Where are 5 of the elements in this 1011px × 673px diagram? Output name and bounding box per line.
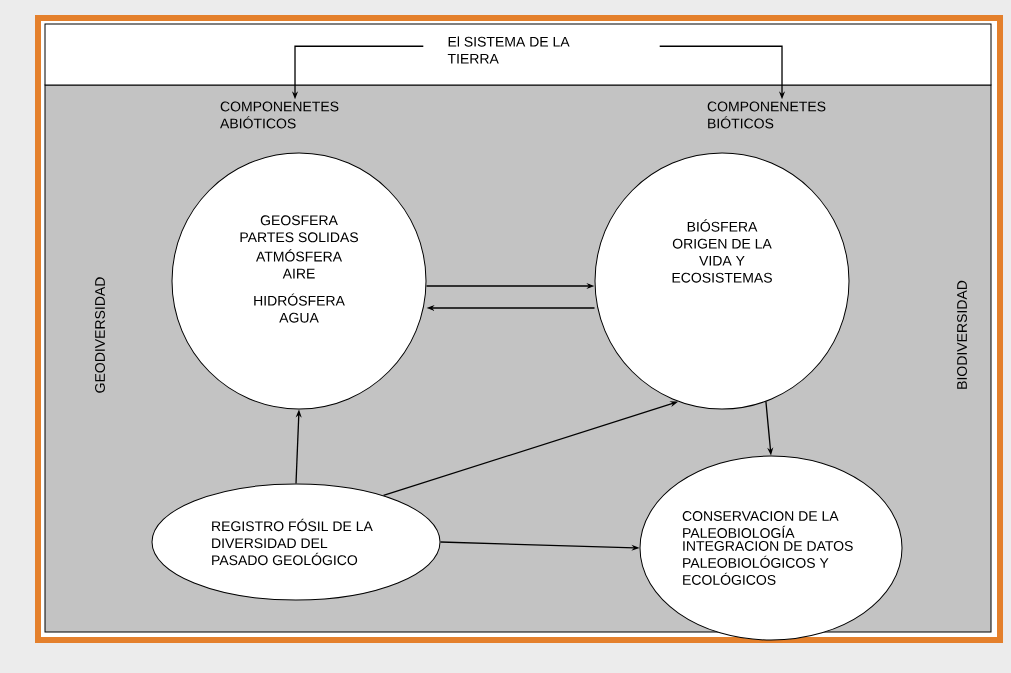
side-label: BIODIVERSIDAD (957, 280, 967, 389)
title-text: El SISTEMA DE LA TIERRA (447, 36, 570, 64)
component-heading: COMPONENETES ABIÓTICOS (220, 101, 339, 129)
component-heading: COMPONENETES BIÓTICOS (707, 101, 826, 129)
side-label: GEODIVERSIDAD (95, 277, 105, 393)
